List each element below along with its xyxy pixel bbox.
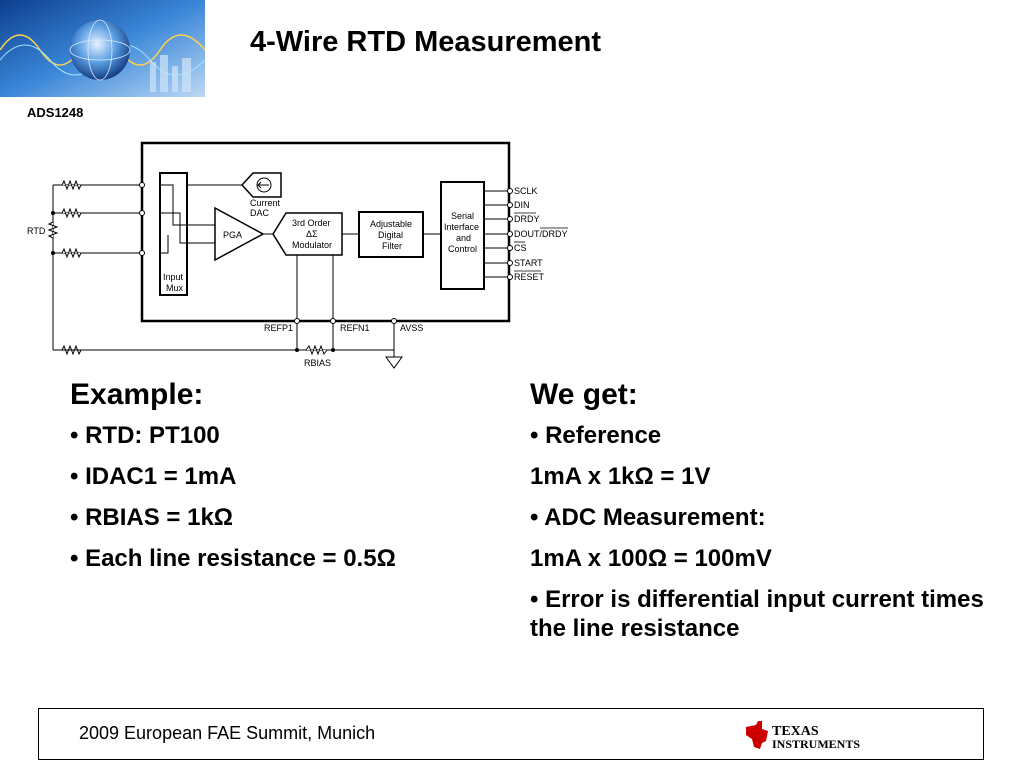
footer-event-text: 2009 European FAE Summit, Munich xyxy=(79,723,376,743)
pin-label: DRDY xyxy=(514,214,540,224)
example-heading: Example: xyxy=(70,378,204,411)
texas-instruments-logo: TEXAS INSTRUMENTS xyxy=(746,721,860,751)
label-mux-1: Input xyxy=(163,272,184,282)
result-item: • ADC Measurement: xyxy=(530,504,766,531)
label-filter-3: Filter xyxy=(382,241,402,251)
label-refp1: REFP1 xyxy=(264,323,293,333)
pin-label: SCLK xyxy=(514,186,538,196)
result-item: • Reference xyxy=(530,422,662,449)
label-pga: PGA xyxy=(223,230,242,240)
label-filter-2: Digital xyxy=(378,230,403,240)
label-serial-2: Interface xyxy=(444,222,479,232)
label-filter-1: Adjustable xyxy=(370,219,412,229)
example-item: • RBIAS = 1kΩ xyxy=(70,504,234,531)
example-item: • Each line resistance = 0.5Ω xyxy=(70,545,396,572)
result-item: 1mA x 1kΩ = 1V xyxy=(530,463,711,490)
part-number-label: ADS1248 xyxy=(27,105,84,120)
label-modulator-3: Modulator xyxy=(292,240,332,250)
result-item: 1mA x 100Ω = 100mV xyxy=(530,545,772,572)
pin-label: DIN xyxy=(514,200,530,210)
globe-banner-image xyxy=(0,0,205,97)
result-heading: We get: xyxy=(530,378,638,411)
label-serial-4: Control xyxy=(448,244,477,254)
ti-logo-line1: TEXAS xyxy=(772,724,819,739)
ti-logo-line2: INSTRUMENTS xyxy=(772,737,860,751)
example-item: • IDAC1 = 1mA xyxy=(70,463,237,490)
label-current-dac-2: DAC xyxy=(250,208,270,218)
label-rtd: RTD xyxy=(27,226,46,236)
footer-bar: 2009 European FAE Summit, Munich TEXAS I… xyxy=(38,708,984,760)
label-serial-3: and xyxy=(456,233,471,243)
ti-chip-icon xyxy=(746,721,768,749)
label-current-dac-1: Current xyxy=(250,198,281,208)
pin-label: DOUT/DRDY xyxy=(514,229,568,239)
pin-label: RESET xyxy=(514,272,545,282)
pin-label: START xyxy=(514,258,543,268)
label-serial-1: Serial xyxy=(451,211,474,221)
example-item: • RTD: PT100 xyxy=(70,422,220,449)
pin-label: CS xyxy=(514,243,527,253)
result-item: • Error is differential input current ti… xyxy=(530,586,984,642)
slide-title: 4-Wire RTD Measurement xyxy=(250,26,602,58)
label-avss: AVSS xyxy=(400,323,423,333)
ads1248-block-diagram: Current DAC PGA 3rd Order ΔΣ Modulator A… xyxy=(27,141,568,369)
label-modulator-2: ΔΣ xyxy=(306,229,318,239)
label-modulator-1: 3rd Order xyxy=(292,218,331,228)
result-section: We get: • Reference 1mA x 1kΩ = 1V • ADC… xyxy=(530,378,1000,655)
example-section: Example: • RTD: PT100 • IDAC1 = 1mA • RB… xyxy=(70,378,510,585)
label-refn1: REFN1 xyxy=(340,323,370,333)
label-mux-2: Mux xyxy=(166,283,184,293)
label-rbias: RBIAS xyxy=(304,358,331,368)
